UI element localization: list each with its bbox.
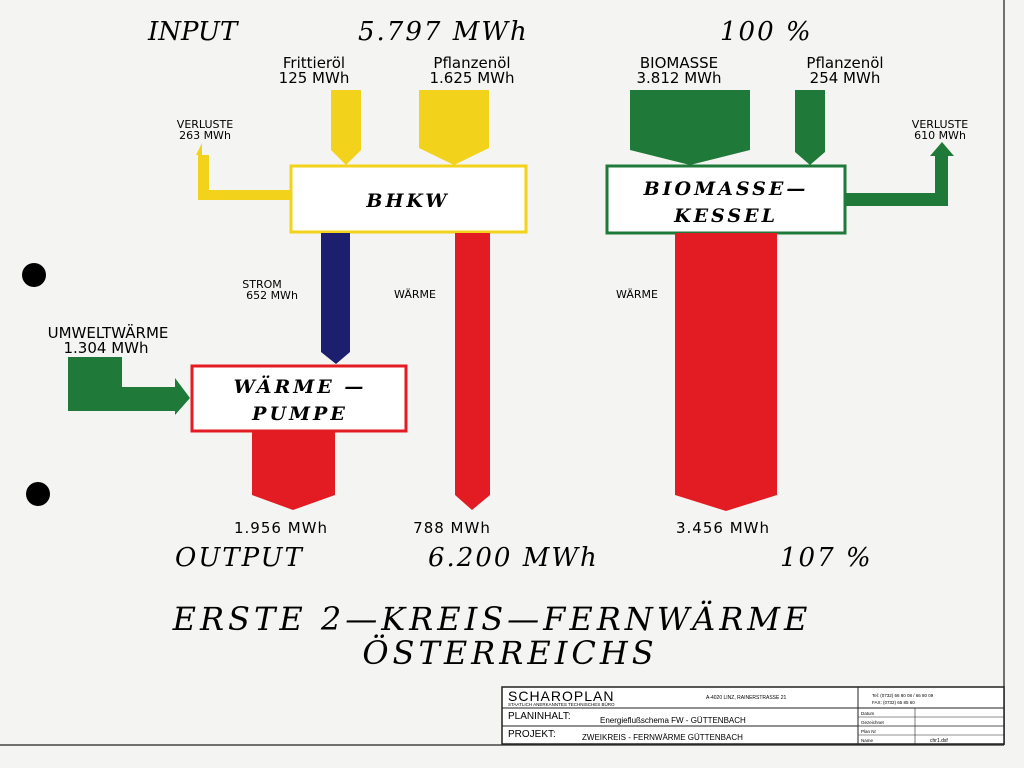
pflanzenoel-bhkw-label: Pflanzenöl (433, 54, 510, 72)
input-label: INPUT (147, 17, 239, 47)
field-datum-label: Datum (861, 711, 875, 716)
biomasse-kessel-label-line1: BIOMASSE— (643, 178, 809, 200)
kessel-waerme-label: WÄRME (616, 288, 658, 301)
waermepumpe-label-line1: WÄRME — (234, 375, 367, 398)
bhkw-label: BHKW (365, 190, 449, 212)
planinhalt-value: Energieflußschema FW - GÜTTENBACH (600, 716, 746, 725)
biomasse-label: BIOMASSE (640, 54, 718, 72)
company-name: SCHAROPLAN (508, 688, 614, 704)
pflanzenoel-bhkw-flow-arrow (419, 90, 489, 165)
umweltwaerme-flow-arrow (68, 357, 190, 415)
biomasse-flow-arrow (630, 90, 750, 165)
binder-hole (22, 263, 46, 287)
input-total: 5.797 MWh (358, 17, 529, 47)
waermepumpe-box (190, 364, 408, 433)
frittieroel-flow-arrow (331, 90, 361, 165)
output-label: OUTPUT (175, 543, 304, 573)
strom-label: STROM (242, 278, 282, 291)
company-tel: Tel: (0732) 66 80 08 / 66 80 09 (872, 693, 934, 698)
field-name-label: Name (861, 738, 874, 743)
bhkw-loss-arrow (196, 143, 290, 200)
company-subtitle: STAATLICH ANERKANNTES TECHNISCHES BÜRO (508, 701, 615, 707)
output-total: 6.200 MWh (428, 543, 599, 573)
kessel-loss-arrow (845, 142, 954, 206)
kessel-waerme-flow-arrow (675, 233, 777, 511)
title-block: SCHAROPLAN A-4020 LINZ, RAINERSTRASSE 21… (501, 686, 1005, 745)
kessel-loss-value: 610 MWh (914, 129, 966, 142)
main-title-line1: ERSTE 2—KREIS—FERNWÄRME (172, 600, 812, 638)
umweltwaerme-label: UMWELTWÄRME (48, 323, 169, 342)
company-fax: FAX: (0732) 65 85 60 (872, 700, 915, 705)
pflanzenoel-kessel-label: Pflanzenöl (806, 54, 883, 72)
waermepumpe-label-line2: PUMPE (251, 403, 348, 425)
bhkw-loss-label: VERLUSTE (177, 118, 233, 131)
biomasse-value: 3.812 MWh (637, 69, 722, 87)
frittieroel-value: 125 MWh (279, 69, 350, 87)
planinhalt-label: PLANINHALT: (508, 711, 571, 722)
waermepumpe-output-arrow (252, 432, 335, 510)
biomasse-kessel-box (605, 164, 847, 235)
umweltwaerme-value: 1.304 MWh (64, 339, 149, 357)
pflanzenoel-bhkw-value: 1.625 MWh (430, 69, 515, 87)
biomasse-kessel-label-line2: KESSEL (673, 205, 778, 227)
company-address: A-4020 LINZ, RAINERSTRASSE 21 (706, 695, 787, 701)
projekt-label: PROJEKT: (508, 729, 556, 740)
output-bhkw-value: 788 MWh (413, 519, 491, 537)
input-percent: 100 % (720, 17, 813, 47)
binder-hole (26, 482, 50, 506)
output-pumpe-value: 1.956 MWh (234, 519, 328, 537)
bhkw-waerme-label: WÄRME (394, 288, 436, 301)
strom-value: 652 MWh (246, 289, 298, 302)
main-title-line2: ÖSTERREICHS (362, 634, 657, 672)
pflanzenoel-kessel-flow-arrow (795, 90, 825, 165)
bhkw-waerme-flow-arrow (455, 233, 490, 510)
bhkw-loss-value: 263 MWh (179, 129, 231, 142)
output-percent: 107 % (780, 543, 873, 573)
field-plan-label: Plan Nr (861, 729, 877, 734)
plan-file-name: chr1.dsf (930, 738, 948, 744)
strom-flow-arrow (321, 233, 350, 364)
field-gezeichnet-label: Gezeichnet (861, 720, 885, 725)
bhkw-box (289, 164, 528, 234)
projekt-value: ZWEIKREIS - FERNWÄRME GÜTTENBACH (582, 733, 743, 742)
title-block-frame (501, 686, 1005, 745)
pflanzenoel-kessel-value: 254 MWh (810, 69, 881, 87)
output-kessel-value: 3.456 MWh (676, 519, 770, 537)
kessel-loss-label: VERLUSTE (912, 118, 968, 131)
frittieroel-label: Frittieröl (283, 54, 345, 72)
